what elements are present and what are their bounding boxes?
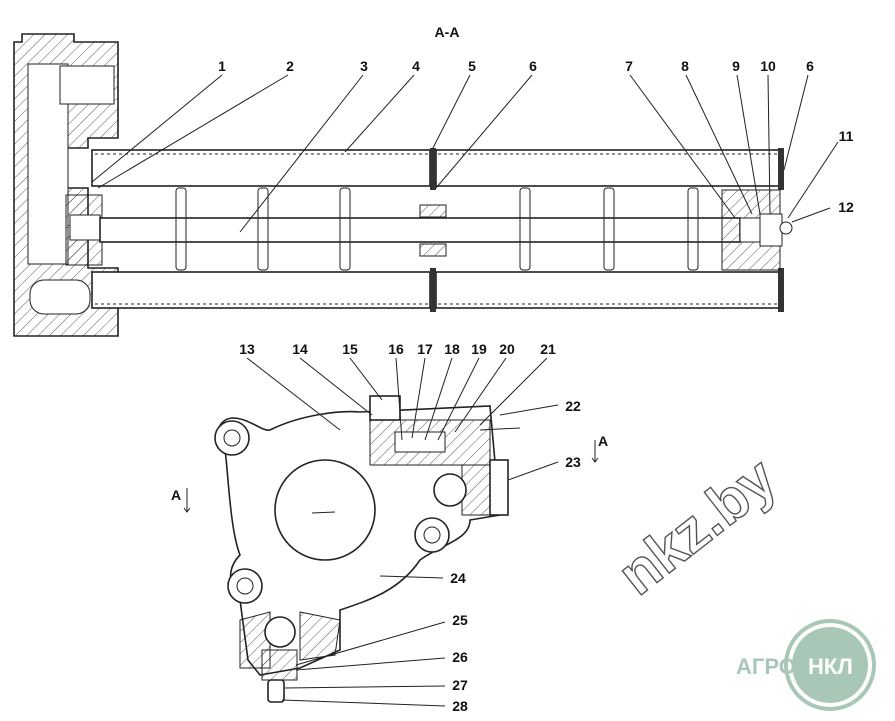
callout: 1 bbox=[218, 58, 226, 74]
callout: 21 bbox=[540, 341, 556, 357]
callout: 12 bbox=[838, 199, 854, 215]
callout: 25 bbox=[452, 612, 468, 628]
callout: 17 bbox=[417, 341, 433, 357]
callout: 4 bbox=[412, 58, 420, 74]
callout: 19 bbox=[471, 341, 487, 357]
callout: 7 bbox=[625, 58, 633, 74]
callout: 26 bbox=[452, 649, 468, 665]
section-mark-left: A bbox=[171, 487, 181, 503]
callout: 9 bbox=[732, 58, 740, 74]
callout: 6 bbox=[529, 58, 537, 74]
callout: 22 bbox=[565, 398, 581, 414]
callout: 11 bbox=[839, 128, 854, 144]
callout: 27 bbox=[452, 677, 468, 693]
callout: 23 bbox=[565, 454, 581, 470]
callouts-bottom: 13 14 15 16 17 18 19 20 21 22 23 24 25 2… bbox=[239, 341, 581, 714]
callout: 8 bbox=[681, 58, 689, 74]
logo-right-text: НКЛ bbox=[808, 654, 853, 679]
callout: 24 bbox=[450, 570, 466, 586]
section-mark-right: A bbox=[598, 433, 608, 449]
logo-left-text: АГРО bbox=[736, 654, 796, 679]
leader-lines bbox=[91, 74, 839, 707]
shaft bbox=[99, 187, 793, 271]
filter-tubes bbox=[91, 148, 784, 312]
callout: 16 bbox=[388, 341, 404, 357]
callout: 15 bbox=[342, 341, 358, 357]
callout: 2 bbox=[286, 58, 294, 74]
callout: 20 bbox=[499, 341, 515, 357]
agronkl-logo: АГРО НКЛ bbox=[736, 619, 876, 711]
callout: 13 bbox=[239, 341, 255, 357]
callout: 6 bbox=[806, 58, 814, 74]
callout: 5 bbox=[468, 58, 476, 74]
callout: 3 bbox=[360, 58, 368, 74]
callout: 14 bbox=[292, 341, 308, 357]
pump-body bbox=[214, 395, 521, 703]
callouts-top: 1 2 3 4 5 6 7 8 9 10 6 11 12 bbox=[218, 58, 854, 215]
section-housing bbox=[13, 33, 119, 337]
callout: 18 bbox=[444, 341, 460, 357]
callout: 28 bbox=[452, 698, 468, 714]
watermark: nkz.by bbox=[606, 445, 788, 607]
section-title: A-A bbox=[435, 24, 460, 40]
callout: 10 bbox=[760, 58, 776, 74]
